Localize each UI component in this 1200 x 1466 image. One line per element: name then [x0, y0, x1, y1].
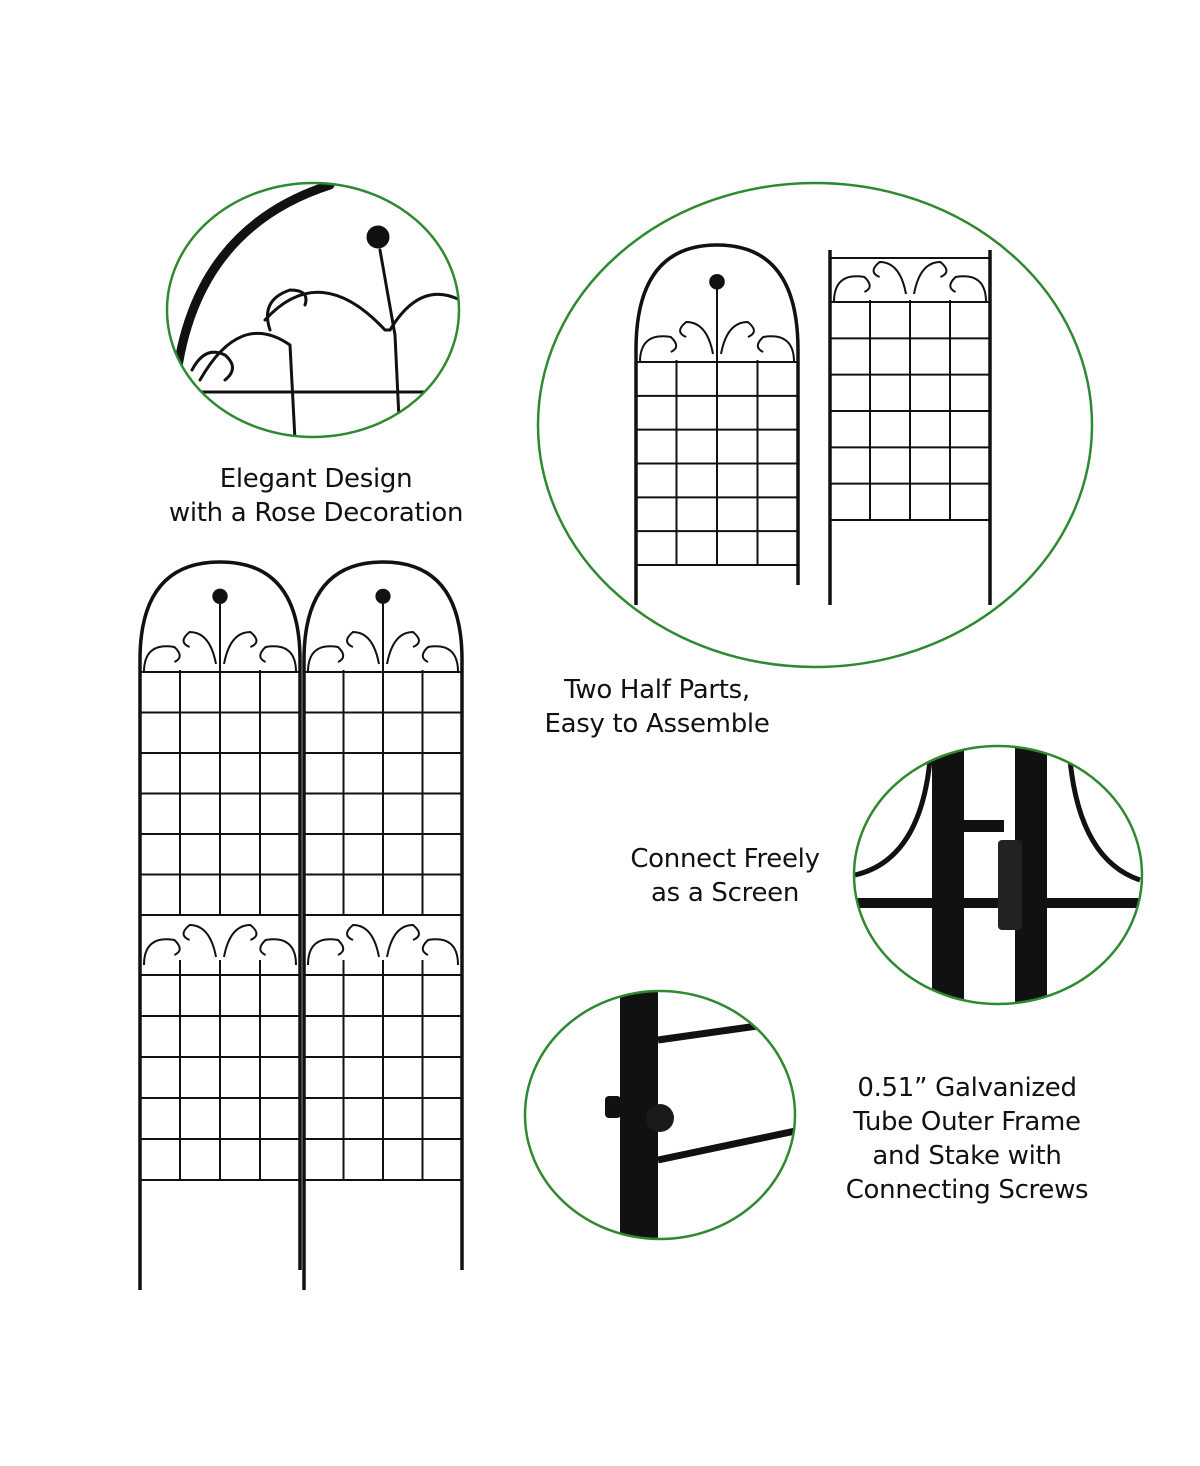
scroll — [756, 335, 795, 363]
caption-line: Two Half Parts, — [564, 675, 750, 705]
scroll — [421, 938, 459, 966]
caption-line: Easy to Assemble — [544, 709, 770, 739]
tube-detail-circle — [523, 989, 797, 1241]
caption-elegant-design: Elegant Design with a Rose Decoration — [166, 462, 466, 530]
scroll — [949, 275, 987, 303]
scroll — [259, 645, 297, 673]
scroll — [346, 923, 380, 958]
scroll — [346, 630, 380, 665]
scroll — [223, 630, 258, 665]
assembled-trellis-screen — [138, 560, 464, 1290]
connector-detail-circle — [852, 744, 1144, 1006]
caption-line: and Stake with — [872, 1141, 1062, 1171]
scroll — [639, 335, 678, 363]
scroll — [386, 923, 420, 958]
scroll — [223, 923, 258, 958]
caption-line: as a Screen — [650, 878, 800, 908]
caption-line: Connecting Screws — [845, 1175, 1089, 1205]
caption-connect-freely: Connect Freely as a Screen — [626, 842, 824, 910]
rose-detail-circle — [165, 181, 461, 439]
caption-line: Tube Outer Frame — [853, 1107, 1081, 1137]
frame — [138, 560, 302, 1290]
scroll — [421, 645, 459, 673]
rose-ornament — [709, 273, 725, 290]
caption-galvanized-tube: 0.51” Galvanized Tube Outer Frame and St… — [842, 1071, 1092, 1207]
scroll — [182, 923, 217, 958]
scroll — [182, 630, 217, 665]
scroll — [679, 320, 714, 355]
scroll — [872, 260, 907, 295]
caption-line: 0.51” Galvanized — [857, 1073, 1077, 1103]
scroll — [913, 260, 948, 295]
caption-two-half-parts: Two Half Parts, Easy to Assemble — [543, 673, 771, 741]
scroll — [307, 645, 345, 673]
two-halves-circle — [536, 181, 1094, 669]
frame — [634, 243, 800, 605]
scroll — [259, 938, 297, 966]
scroll — [143, 645, 181, 673]
caption-line: Elegant Design — [219, 464, 413, 494]
caption-line: with a Rose Decoration — [168, 498, 464, 528]
frame — [302, 560, 464, 1290]
scroll — [386, 630, 420, 665]
scroll — [307, 938, 345, 966]
scroll — [143, 938, 181, 966]
scroll — [833, 275, 871, 303]
caption-line: Connect Freely — [630, 844, 820, 874]
scroll — [720, 320, 755, 355]
